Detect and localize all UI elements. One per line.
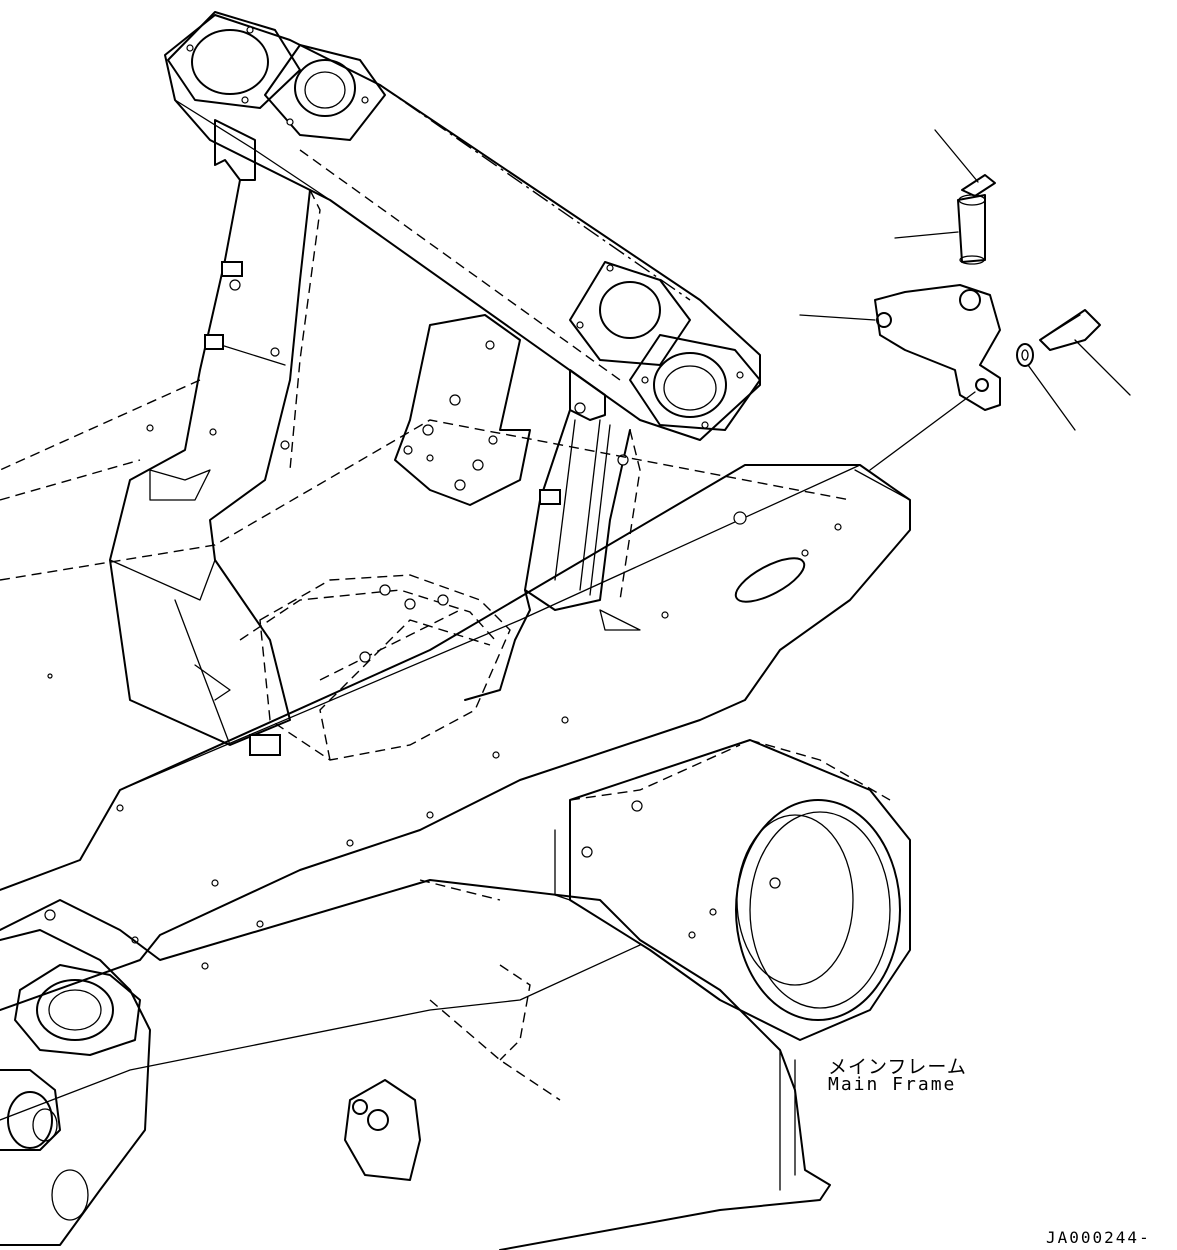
washer [1016, 343, 1034, 367]
main-rail [0, 379, 911, 1011]
bracket [874, 284, 1001, 411]
lock-clip [961, 174, 996, 197]
bolt [1039, 309, 1101, 351]
lower-mount-bracket [344, 1079, 421, 1181]
main-frame-label-jp: メインフレーム [828, 1056, 967, 1078]
inner-cross-frame [239, 574, 531, 761]
drawing-code: JA000244- [1046, 1228, 1151, 1247]
lower-frame [0, 879, 831, 1250]
rear-axle-housing [554, 739, 911, 1041]
exploded-parts [799, 129, 1131, 471]
centerline [379, 84, 701, 301]
inner-gusset-plate [394, 314, 531, 506]
front-left-assembly [0, 909, 151, 1246]
main-frame-label-en: Main Frame [828, 1074, 957, 1095]
upper-cross-beam [164, 11, 761, 441]
pin [957, 194, 986, 263]
right-vertical-post [524, 369, 641, 631]
left-vertical-post [109, 119, 321, 756]
